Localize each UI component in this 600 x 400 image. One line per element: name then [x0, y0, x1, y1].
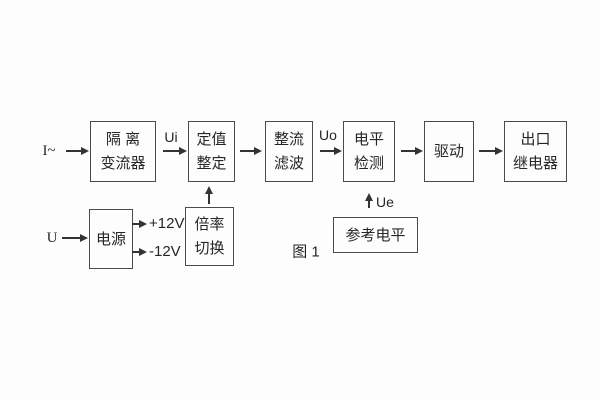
arrow-line [320, 150, 335, 152]
arrow-line [368, 201, 370, 208]
arrowhead-right-icon [139, 248, 147, 256]
block-isolation-converter: 隔 离 变流器 [90, 121, 156, 182]
block-rectifier-filter: 整流 滤波 [265, 121, 313, 182]
arrowhead-right-icon [179, 147, 187, 155]
arrow-line [208, 194, 210, 204]
signal-ue-label: Ue [376, 194, 394, 210]
arrow-line [240, 150, 255, 152]
arrowhead-up-icon [365, 193, 373, 201]
block-label: 驱动 [433, 143, 464, 160]
minus-12v-label: -12V [149, 243, 181, 260]
arrow-line [479, 150, 496, 152]
arrow-line [132, 223, 140, 225]
arrowhead-right-icon [139, 220, 147, 228]
block-label: 切换 [194, 240, 225, 257]
plus-12v-label: +12V [149, 215, 185, 232]
arrowhead-right-icon [334, 147, 342, 155]
block-drive: 驱动 [424, 121, 474, 182]
block-label: 整流 [273, 131, 304, 148]
block-label: 隔 离 [105, 131, 141, 148]
arrow-line [132, 251, 140, 253]
block-label: 变流器 [100, 155, 146, 172]
block-output-relay: 出口 继电器 [504, 121, 567, 182]
input-current-label: I~ [42, 143, 56, 159]
arrowhead-right-icon [81, 147, 89, 155]
block-label: 倍率 [194, 216, 225, 233]
block-label: 参考电平 [345, 226, 406, 244]
block-power-supply: 电源 [89, 209, 133, 269]
arrow-line [401, 150, 416, 152]
arrowhead-up-icon [205, 186, 213, 194]
block-reference-level: 参考电平 [333, 217, 418, 253]
arrowhead-right-icon [254, 147, 262, 155]
arrow-line [66, 150, 82, 152]
block-label: 检测 [353, 155, 384, 172]
block-label: 定值 [196, 131, 227, 148]
arrowhead-right-icon [495, 147, 503, 155]
block-setpoint-adjust: 定值 整定 [188, 121, 235, 182]
arrow-line [62, 237, 81, 239]
arrowhead-right-icon [80, 234, 88, 242]
signal-uo-label: Uo [319, 127, 337, 143]
block-label: 滤波 [273, 155, 304, 172]
block-label: 电源 [95, 230, 126, 248]
figure-caption: 图 1 [292, 243, 320, 261]
arrowhead-right-icon [415, 147, 423, 155]
input-voltage-label: U [46, 230, 58, 246]
arrow-line [163, 150, 180, 152]
block-label: 出口 [520, 131, 551, 148]
block-label: 整定 [196, 155, 227, 172]
block-label: 电平 [353, 131, 384, 148]
signal-ui-label: Ui [164, 129, 178, 145]
block-level-detect: 电平 检测 [343, 121, 395, 182]
block-label: 继电器 [512, 155, 558, 172]
block-ratio-switch: 倍率 切换 [185, 207, 234, 266]
